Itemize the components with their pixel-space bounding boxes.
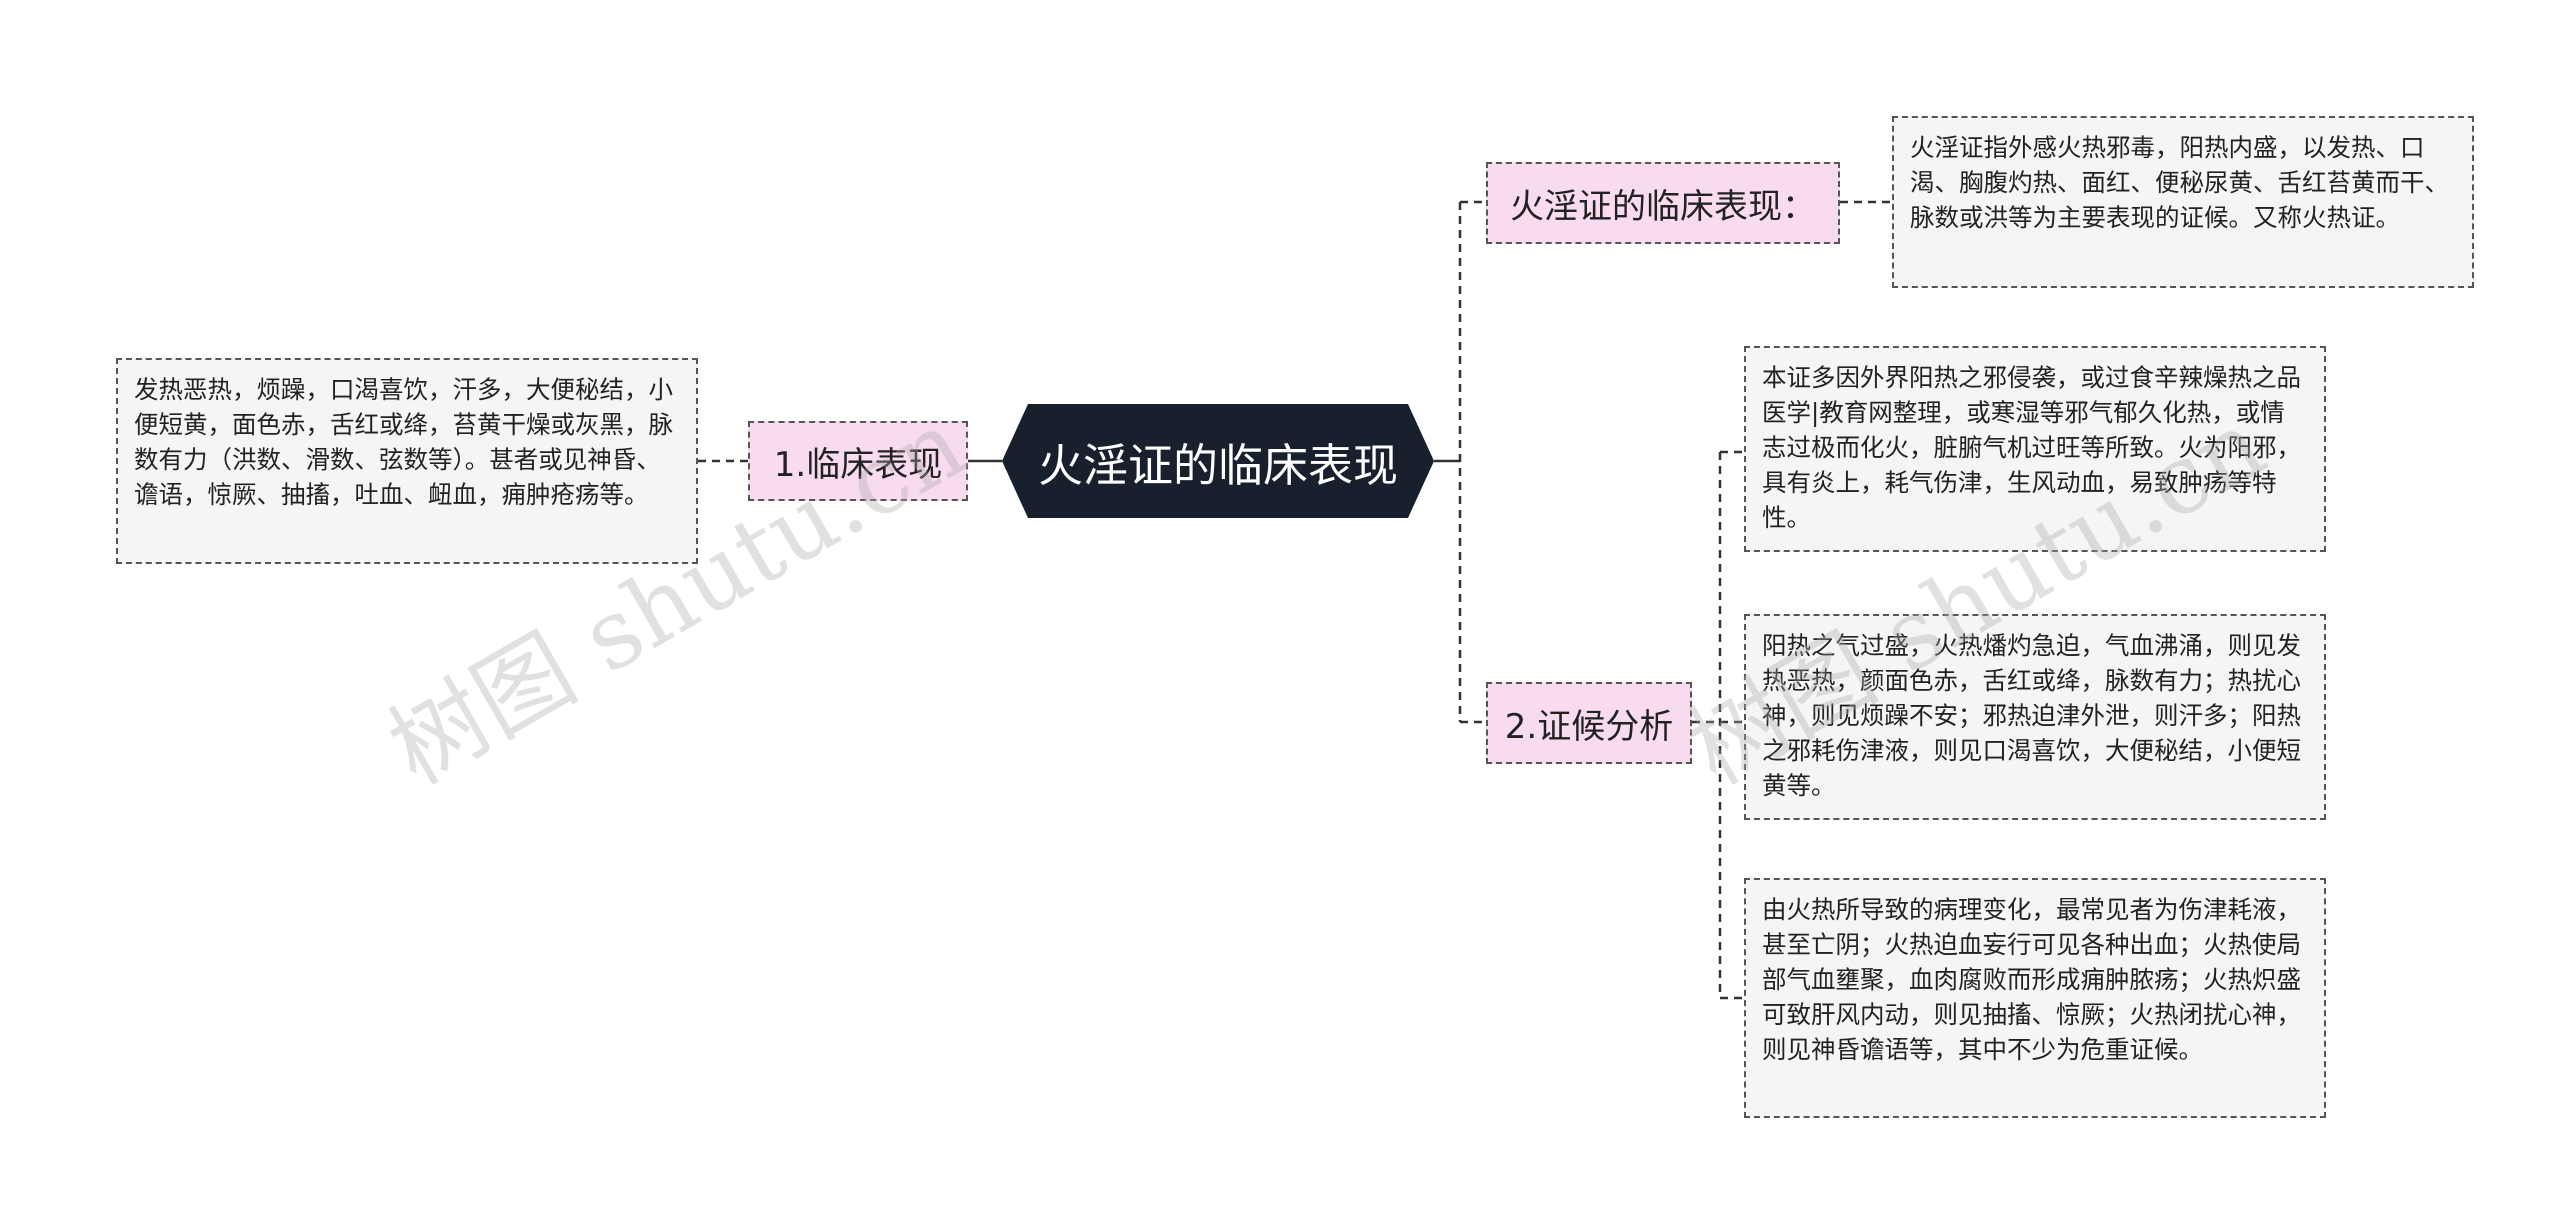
leaf-text: 阳热之气过盛，火热燔灼急迫，气血沸涌，则见发热恶热，颜面色赤，舌红或绛，脉数有力… xyxy=(1762,631,2301,800)
branch-label: 火淫证的临床表现： xyxy=(1510,186,1816,227)
branch-clinical-manifestations[interactable]: 1.临床表现 xyxy=(748,421,968,501)
leaf-definition-detail[interactable]: 火淫证指外感火热邪毒，阳热内盛，以发热、口渴、胸腹灼热、面红、便秘尿黄、舌红苔黄… xyxy=(1892,116,2474,288)
leaf-analysis-symptoms[interactable]: 阳热之气过盛，火热燔灼急迫，气血沸涌，则见发热恶热，颜面色赤，舌红或绛，脉数有力… xyxy=(1744,614,2326,820)
leaf-text: 发热恶热，烦躁，口渴喜饮，汗多，大便秘结，小便短黄，面色赤，舌红或绛，苔黄干燥或… xyxy=(134,375,673,509)
branch-syndrome-analysis[interactable]: 2.证候分析 xyxy=(1486,682,1692,764)
leaf-text: 本证多因外界阳热之邪侵袭，或过食辛辣燥热之品医学|教育网整理，或寒湿等邪气郁久化… xyxy=(1762,363,2301,532)
branch-label: 1.临床表现 xyxy=(773,444,943,485)
leaf-text: 由火热所导致的病理变化，最常见者为伤津耗液，甚至亡阴；火热迫血妄行可见各种出血；… xyxy=(1762,895,2301,1064)
branch-fire-syndrome-definition[interactable]: 火淫证的临床表现： xyxy=(1486,162,1840,244)
leaf-clinical-detail[interactable]: 发热恶热，烦躁，口渴喜饮，汗多，大便秘结，小便短黄，面色赤，舌红或绛，苔黄干燥或… xyxy=(116,358,698,564)
branch-label: 2.证候分析 xyxy=(1504,706,1674,747)
root-title: 火淫证的临床表现 xyxy=(1037,438,1398,492)
root-node[interactable]: 火淫证的临床表现 xyxy=(1002,404,1434,518)
leaf-analysis-pathology[interactable]: 由火热所导致的病理变化，最常见者为伤津耗液，甚至亡阴；火热迫血妄行可见各种出血；… xyxy=(1744,878,2326,1118)
leaf-text: 火淫证指外感火热邪毒，阳热内盛，以发热、口渴、胸腹灼热、面红、便秘尿黄、舌红苔黄… xyxy=(1910,133,2449,232)
leaf-analysis-cause[interactable]: 本证多因外界阳热之邪侵袭，或过食辛辣燥热之品医学|教育网整理，或寒湿等邪气郁久化… xyxy=(1744,346,2326,552)
